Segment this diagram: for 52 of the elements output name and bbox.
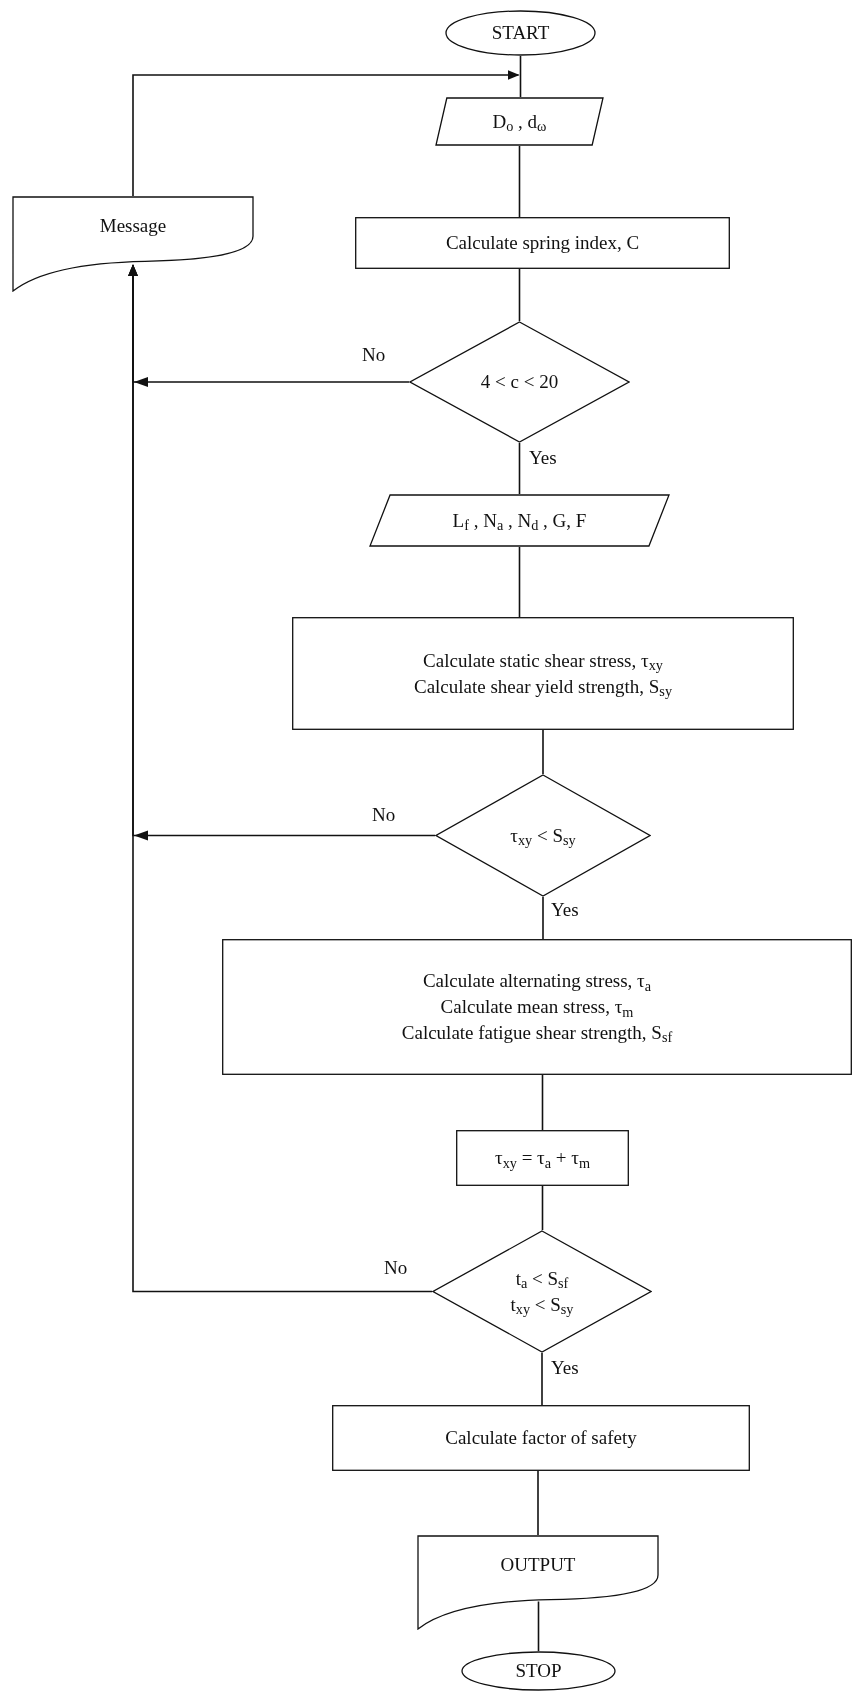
edge-label: No: [382, 1258, 410, 1277]
edge-label: No: [370, 805, 398, 824]
terminal-ellipse: [461, 1651, 616, 1691]
connector-line: [537, 1470, 539, 1536]
node-text: Calculate mean stress, τ$_{m}$: [440, 995, 634, 1019]
edge-label: No: [360, 345, 388, 364]
connector-line: [542, 729, 544, 775]
node-text: 4 < c < 20: [480, 370, 559, 394]
node-text: Calculate factor of safety: [445, 1426, 637, 1450]
process-box: [456, 1130, 629, 1186]
node-text: t$_{xy}$ < S$_{sy}$: [510, 1292, 574, 1317]
connector-line: [132, 70, 520, 197]
decision-diamond: [409, 321, 630, 443]
node-text: L$_{f}$ , N$_{a}$ , N$_{d}$ , G, F: [452, 508, 587, 533]
edge-label: Yes: [549, 900, 581, 919]
node-text: OUTPUT: [500, 1552, 576, 1577]
connector-line: [541, 1074, 544, 1131]
node-text: t$_{a}$ < S$_{sf}$: [515, 1266, 569, 1291]
node-text: Calculate alternating stress, τ$_{a}$: [422, 969, 652, 994]
decision-diamond: [435, 774, 651, 897]
node-text: Calculate static shear stress, τ$_{xy}$: [423, 648, 663, 673]
process-box: [222, 939, 852, 1075]
connector-line: [541, 1352, 543, 1406]
input-parallelogram: [435, 97, 604, 146]
node-text: Calculate fatigue shear strength, S$_{sf}$: [401, 1020, 673, 1045]
connector-line: [541, 1185, 544, 1231]
node-text: Calculate shear yield strength, S$_{sy}$: [414, 674, 672, 699]
node-text: τ$_{xy}$ < S$_{sy}$: [510, 823, 576, 848]
connector-line: [128, 264, 433, 1293]
node-text: Message: [99, 213, 167, 238]
node-text: τ$_{xy}$ = τ$_{a}$ + τ$_{m}$: [495, 1146, 590, 1170]
connector-line: [518, 442, 521, 495]
connector-line: [518, 145, 521, 218]
process-box: [332, 1405, 750, 1471]
connector-line: [518, 546, 521, 618]
connector-line: [519, 55, 522, 98]
terminal-ellipse: [445, 10, 596, 56]
input-parallelogram: [369, 494, 670, 547]
connector-line: [518, 268, 521, 322]
process-box: [292, 617, 794, 730]
node-text: STOP: [515, 1659, 562, 1683]
edge-label: Yes: [527, 448, 559, 467]
node-text: D$_{o}$ , d$_{ω}$: [492, 109, 547, 134]
node-text: START: [491, 21, 550, 45]
node-text: Calculate spring index, C: [445, 231, 640, 255]
connector-line: [542, 896, 544, 940]
decision-diamond: [432, 1230, 652, 1353]
document-shape: [12, 196, 254, 292]
process-box: [355, 217, 730, 269]
document-shape: [417, 1535, 659, 1630]
connector-line: [537, 1600, 540, 1652]
edge-label: Yes: [549, 1358, 581, 1377]
